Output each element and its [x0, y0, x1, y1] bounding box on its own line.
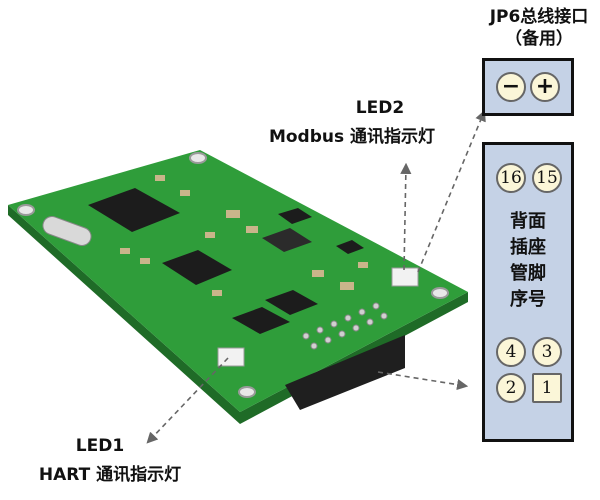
small-chip-2: [336, 240, 364, 254]
regulator-chip: [262, 228, 312, 252]
pinout-caption-line-1: 背面: [510, 211, 546, 232]
mcu-chip: [88, 188, 180, 232]
pin-3: 3: [532, 337, 562, 367]
passive-components: [120, 175, 368, 296]
mounting-holes: [17, 152, 449, 398]
leader-lines: [146, 109, 486, 444]
pin-1: 1: [532, 373, 562, 403]
led1-desc: HART 通讯指示灯: [38, 465, 182, 485]
pin-16: 16: [496, 163, 526, 193]
minus-terminal: −: [496, 72, 526, 102]
jp6-connector: − +: [482, 58, 574, 116]
driver-chip-2: [265, 290, 318, 315]
pinout-caption-line-2: 插座: [510, 237, 546, 258]
small-chip-1: [278, 208, 312, 224]
crystal: [42, 216, 92, 246]
back-socket-pinout: 16 15 背面 插座 管脚 序号 4 3 2 1: [482, 142, 574, 442]
led1-part: [217, 347, 245, 367]
pin-4: 4: [496, 337, 526, 367]
pinout-caption-line-3: 管脚: [510, 263, 546, 284]
jp6-subtitle: （备用）: [505, 29, 573, 49]
led1-name: LED1: [75, 436, 125, 456]
led2-desc: Modbus 通讯指示灯: [268, 127, 436, 147]
back-connector: [285, 335, 405, 410]
driver-chip-1: [232, 307, 290, 334]
pinout-caption-line-4: 序号: [510, 289, 546, 310]
header-pins: [302, 302, 388, 350]
modem-chip: [162, 250, 232, 285]
pin-2: 2: [496, 373, 526, 403]
pin-15: 15: [532, 163, 562, 193]
led2-name: LED2: [355, 98, 405, 118]
plus-terminal: +: [530, 72, 560, 102]
led2-part: [391, 267, 419, 287]
jp6-title: JP6总线接口: [489, 7, 589, 27]
